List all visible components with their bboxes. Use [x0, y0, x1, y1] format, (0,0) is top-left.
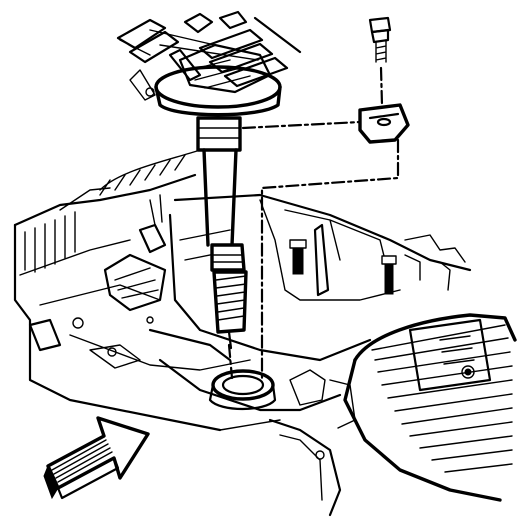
distributor-drive-gear — [212, 270, 248, 350]
alignment-lines — [227, 66, 400, 382]
manifold-stud — [289, 239, 397, 295]
wiring-connector — [103, 194, 167, 312]
valve-cover — [329, 313, 517, 502]
hold-down-clamp — [358, 103, 410, 144]
engine-lower-bracket — [158, 358, 342, 517]
distributor-bore — [208, 369, 277, 410]
distributor-housing — [196, 116, 246, 272]
engine-block — [13, 149, 251, 432]
direction-arrow-icon — [43, 416, 150, 500]
hold-down-bolt — [368, 16, 392, 63]
spark-plug-wire-towers — [116, 10, 302, 101]
